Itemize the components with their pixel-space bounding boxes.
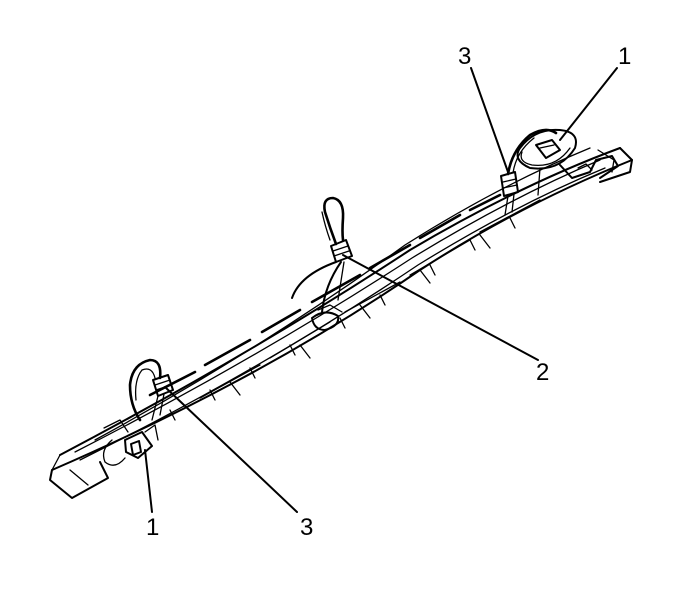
clip-top-right bbox=[500, 128, 558, 216]
callout-1-top: 1 bbox=[618, 43, 631, 70]
callout-1-bottom: 1 bbox=[146, 514, 159, 541]
leader-lines bbox=[144, 67, 618, 513]
rail-ribbing bbox=[148, 193, 541, 421]
leader-1-bottom bbox=[144, 449, 153, 513]
leader-3-top bbox=[470, 67, 509, 173]
clip-center bbox=[291, 196, 353, 331]
callout-2: 2 bbox=[536, 359, 549, 386]
callout-3-top: 3 bbox=[458, 43, 471, 70]
callout-3-bottom: 3 bbox=[300, 514, 313, 541]
clip-bottom-left bbox=[128, 358, 174, 422]
connector-top-right bbox=[516, 128, 619, 179]
callout-labels: 1 3 2 1 3 bbox=[146, 43, 631, 541]
leader-3-bottom bbox=[164, 386, 298, 513]
leader-2 bbox=[342, 254, 539, 361]
leader-1-top bbox=[559, 67, 618, 141]
roof-rail-track bbox=[49, 147, 633, 499]
